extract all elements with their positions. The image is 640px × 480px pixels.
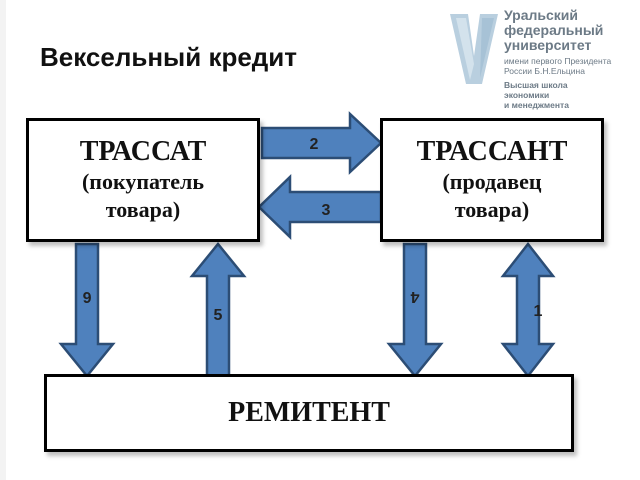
trassat-box: ТРАССАТ (покупатель товара) <box>26 118 260 242</box>
remitent-box: РЕМИТЕНТ <box>44 374 574 452</box>
arrow-2-right <box>260 111 383 175</box>
logo-line-3: университет <box>504 37 592 53</box>
arrow-1-double <box>500 241 556 379</box>
logo-school-3: и менеджмента <box>504 100 569 110</box>
trassant-line-1: (продавец <box>442 169 542 194</box>
arrow-4-label: 4 <box>410 288 419 305</box>
logo-school-1: Высшая школа <box>504 80 568 90</box>
arrow-3-left <box>257 174 383 240</box>
slide-title: Вексельный кредит <box>40 42 298 72</box>
arrow-6-label: 6 <box>82 288 91 305</box>
remitent-title: РЕМИТЕНТ <box>228 397 390 428</box>
trassat-title: ТРАССАТ <box>79 136 207 167</box>
logo-subtitle-2: России Б.Н.Ельцина <box>504 66 585 76</box>
trassat-line-2: товара) <box>105 197 181 222</box>
logo-line-2: федеральный <box>504 22 604 38</box>
trassat-line-1: (покупатель <box>81 169 205 194</box>
logo-school-2: экономики <box>504 90 550 100</box>
arrow-2-label: 2 <box>310 136 319 153</box>
university-logo: Уральский федеральный университет имени … <box>446 4 636 112</box>
arrow-3-label: 3 <box>322 202 331 219</box>
trassant-box: ТРАССАНТ (продавец товара) <box>380 118 604 242</box>
arrow-6-down <box>58 242 116 378</box>
trassant-title: ТРАССАНТ <box>416 136 568 167</box>
logo-line-1: Уральский <box>504 7 579 23</box>
arrow-5-label: 5 <box>214 307 223 324</box>
arrow-4-down <box>386 242 444 378</box>
trassant-line-2: товара) <box>454 197 530 222</box>
logo-emblem-icon <box>450 14 498 84</box>
logo-subtitle-1: имени первого Президента <box>504 56 612 66</box>
arrow-1-label: 1 <box>534 303 543 320</box>
arrow-5-up <box>189 242 247 378</box>
